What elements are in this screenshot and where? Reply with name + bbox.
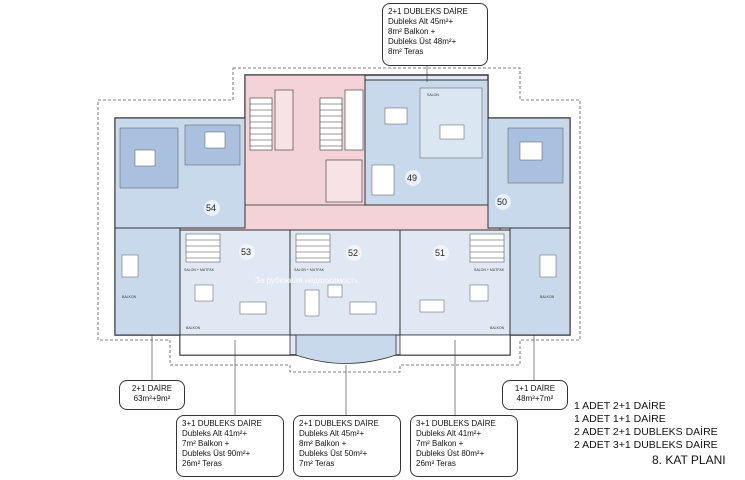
room-label-salon-mutfak-51: SALON + MUTFAK bbox=[474, 268, 505, 272]
stairs-left bbox=[249, 89, 294, 151]
elevator bbox=[325, 159, 363, 203]
callout-bottom-2-line-4: Dubleks Üst 50m²+ bbox=[299, 449, 368, 458]
callout-bottom-2-line-5: 7m² Teras bbox=[299, 459, 335, 468]
room-label-balkon-left: BALKON bbox=[122, 295, 137, 299]
callout-left-line-1: 2+1 DAİRE bbox=[131, 384, 173, 393]
unit-number-51: 51 bbox=[435, 248, 445, 258]
legend-item-3: 2 ADET 2+1 DUBLEKS DAİRE bbox=[574, 426, 718, 438]
callout-top-line-2: Dubleks Alt 45m²+ bbox=[388, 17, 454, 26]
leader-lines bbox=[151, 66, 535, 415]
callout-bottom-3: 3+1 DUBLEKS DAİRE Dubleks Alt 41m²+ 7m² … bbox=[410, 415, 518, 477]
unit-legend: 1 ADET 2+1 DAİRE 1 ADET 1+1 DAİRE 2 ADET… bbox=[574, 400, 726, 467]
callout-bottom-3-line-4: Dubleks Üst 80m²+ bbox=[416, 449, 485, 458]
unit-51-area bbox=[399, 229, 511, 336]
callout-top: 2+1 DUBLEKS DAİRE Dubleks Alt 45m²+ 8m² … bbox=[382, 3, 488, 66]
plan-title: 8. KAT PLANI bbox=[652, 453, 726, 467]
watermark-text: За рубежная недвижимость bbox=[255, 276, 358, 285]
legend-item-1: 1 ADET 2+1 DAİRE bbox=[574, 400, 666, 412]
room-label-salon-mutfak-53: SALON + MUTFAK bbox=[184, 268, 215, 272]
callout-top-line-4: Dubleks Üst 48m²+ bbox=[388, 37, 457, 46]
callout-right-line-1: 1+1 DAİRE bbox=[514, 384, 556, 393]
callout-left-line-2: 63m²+9m² bbox=[133, 394, 171, 403]
callout-bottom-2-line-1: 2+1 DUBLEKS DAİRE bbox=[299, 419, 379, 428]
plot-boundary bbox=[97, 67, 581, 373]
unit-number-50: 50 bbox=[497, 197, 507, 207]
callout-bottom-3-line-2: Dubleks Alt 41m²+ bbox=[416, 429, 482, 438]
callout-bottom-1-line-2: Dubleks Alt 41m²+ bbox=[182, 429, 248, 438]
callout-left: 2+1 DAİRE 63m²+9m² bbox=[119, 380, 185, 410]
unit-number-49: 49 bbox=[407, 173, 417, 183]
lower-right-living bbox=[509, 227, 571, 336]
legend-item-2: 1 ADET 1+1 DAİRE bbox=[574, 413, 666, 425]
callout-bottom-1: 3+1 DUBLEKS DAİRE Dubleks Alt 41m²+ 7m² … bbox=[176, 415, 284, 477]
callout-bottom-3-line-3: 7m² Balkon + bbox=[416, 439, 464, 448]
callout-bottom-1-line-4: Dubleks Üst 90m²+ bbox=[182, 449, 251, 458]
unit-number-54: 54 bbox=[206, 203, 216, 213]
callout-bottom-3-line-1: 3+1 DUBLEKS DAİRE bbox=[416, 419, 496, 428]
callout-right: 1+1 DAİRE 48m²+7m² bbox=[502, 380, 568, 410]
callout-bottom-1-line-1: 3+1 DUBLEKS DAİRE bbox=[182, 419, 262, 428]
callout-top-line-5: 8m² Teras bbox=[388, 47, 424, 56]
callout-right-line-2: 48m²+7m² bbox=[516, 394, 554, 403]
room-labels: SALON SALON + MUTFAK SALON + MUTFAK SALO… bbox=[122, 93, 555, 330]
legend-item-4: 2 ADET 3+1 DUBLEKS DAİRE bbox=[574, 439, 718, 451]
callout-bottom-2: 2+1 DUBLEKS DAİRE Dubleks Alt 45m²+ 8m² … bbox=[293, 415, 401, 477]
unit-number-52: 52 bbox=[348, 248, 358, 258]
callout-top-line-3: 8m² Balkon + bbox=[388, 27, 436, 36]
callout-bottom-2-line-2: Dubleks Alt 45m²+ bbox=[299, 429, 365, 438]
lower-left-living bbox=[114, 227, 181, 336]
callout-bottom-1-line-5: 26m² Teras bbox=[182, 459, 222, 468]
callout-bottom-2-line-3: 8m² Balkon + bbox=[299, 439, 347, 448]
room-label-balkon-53: BALKON bbox=[186, 326, 201, 330]
room-label-balkon-right: BALKON bbox=[540, 295, 555, 299]
room-label-salon-top: SALON bbox=[427, 93, 439, 97]
balcony-52-curved bbox=[295, 334, 397, 364]
room-label-balkon-51: BALKON bbox=[490, 326, 505, 330]
stairs-right bbox=[319, 89, 364, 151]
callout-bottom-3-line-5: 26m² Teras bbox=[416, 459, 456, 468]
callout-top-line-1: 2+1 DUBLEKS DAİRE bbox=[388, 7, 468, 16]
callout-bottom-1-line-3: 7m² Balkon + bbox=[182, 439, 230, 448]
room-label-salon-mutfak-52: SALON + MUTFAK bbox=[294, 268, 325, 272]
unit-number-labels: 49 50 51 52 53 54 bbox=[204, 170, 511, 261]
unit-number-53: 53 bbox=[241, 247, 251, 257]
